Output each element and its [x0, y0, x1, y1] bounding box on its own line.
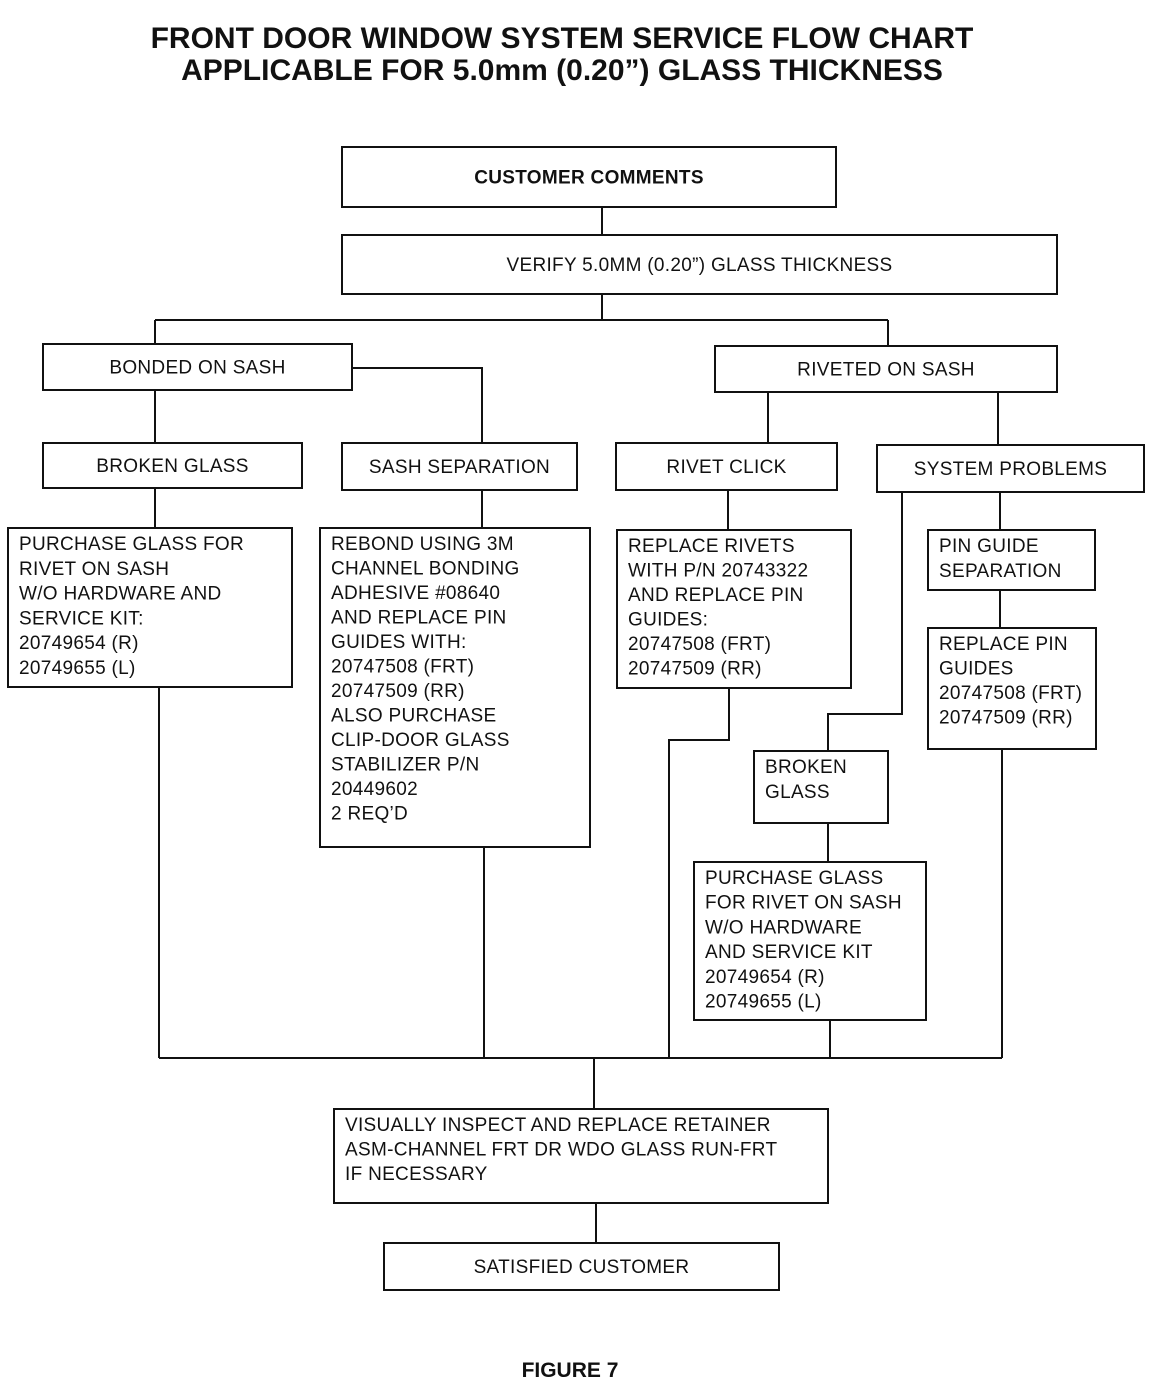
- node-rebond-instructions-text-line: REBOND USING 3M: [331, 534, 514, 555]
- node-sash-separation-text-line: SASH SEPARATION: [369, 457, 550, 478]
- node-visually-inspect-text-line: VISUALLY INSPECT AND REPLACE RETAINER: [345, 1115, 771, 1136]
- node-verify-glass-thickness-box: [341, 234, 1058, 295]
- node-replace-rivets-text-line: 20747509 (RR): [628, 659, 762, 680]
- node-purchase-glass-riveted-text-line: 20749655 (L): [705, 992, 822, 1013]
- node-purchase-glass-riveted-box: [693, 861, 927, 1021]
- node-rebond-instructions-box: [319, 527, 591, 848]
- node-pin-guide-separation-text-line: PIN GUIDE: [939, 536, 1039, 557]
- node-rivet-click: RIVET CLICK: [615, 442, 838, 491]
- node-purchase-glass-bonded-text-line: PURCHASE GLASS FOR: [19, 534, 244, 555]
- connector-verify-split: [154, 294, 889, 346]
- node-satisfied-customer-text-line: SATISFIED CUSTOMER: [474, 1257, 690, 1278]
- node-broken-glass-box: [42, 442, 303, 489]
- node-customer-comments: CUSTOMER COMMENTS: [341, 146, 837, 208]
- node-replace-rivets-box: [616, 529, 852, 689]
- node-broken-glass-riveted-box: [753, 750, 889, 824]
- node-sash-separation-box: [341, 442, 578, 491]
- node-riveted-on-sash: RIVETED ON SASH: [714, 345, 1058, 393]
- node-purchase-glass-riveted-text-line: 20749654 (R): [705, 967, 825, 988]
- nodes: CUSTOMER COMMENTS VERIFY 5.0MM (0.20”) GL…: [7, 146, 1145, 1291]
- node-riveted-on-sash-text-line: RIVETED ON SASH: [797, 359, 975, 380]
- node-purchase-glass-bonded-text-line: SERVICE KIT:: [19, 608, 144, 629]
- node-replace-pin-guides-text-line: GUIDES: [939, 659, 1014, 680]
- figure-label: FIGURE 7: [522, 1359, 619, 1382]
- node-verify-glass-thickness: VERIFY 5.0MM (0.20”) GLASS THICKNESS: [341, 234, 1058, 295]
- node-pin-guide-separation: PIN GUIDE SEPARATION: [927, 529, 1096, 591]
- node-rebond-instructions-text-line: AND REPLACE PIN: [331, 608, 507, 629]
- node-rebond-instructions-text-line: GUIDES WITH:: [331, 632, 467, 653]
- node-purchase-glass-bonded: PURCHASE GLASS FOR RIVET ON SASH W/O HARDW…: [7, 527, 293, 688]
- chart-title-line1: FRONT DOOR WINDOW SYSTEM SERVICE FLOW CH…: [151, 22, 974, 55]
- node-replace-rivets-text-line: 20747508 (FRT): [628, 634, 771, 655]
- node-replace-pin-guides-box: [927, 627, 1097, 750]
- node-rebond-instructions-text-line: 2 REQ’D: [331, 804, 408, 825]
- node-visually-inspect-text-line: ASM-CHANNEL FRT DR WDO GLASS RUN-FRT: [345, 1140, 777, 1161]
- node-purchase-glass-riveted-text-line: PURCHASE GLASS: [705, 868, 883, 889]
- node-purchase-glass-bonded-text-line: 20749654 (R): [19, 633, 139, 654]
- node-bonded-on-sash-text-line: BONDED ON SASH: [109, 357, 285, 378]
- node-replace-pin-guides-text-line: 20747508 (FRT): [939, 683, 1082, 704]
- node-broken-glass: BROKEN GLASS: [42, 442, 303, 489]
- node-rebond-instructions-text-line: 20449602: [331, 779, 418, 800]
- chart-title-line2: APPLICABLE FOR 5.0mm (0.20”) GLASS THICK…: [181, 54, 943, 87]
- node-pin-guide-separation-box: [927, 529, 1096, 591]
- node-broken-glass-riveted: BROKEN GLASS: [753, 750, 889, 824]
- node-rebond-instructions-text-line: CHANNEL BONDING: [331, 559, 520, 580]
- node-satisfied-customer: SATISFIED CUSTOMER: [383, 1242, 780, 1291]
- node-satisfied-customer-box: [383, 1242, 780, 1291]
- node-visually-inspect: VISUALLY INSPECT AND REPLACE RETAINER ASM…: [333, 1108, 829, 1204]
- node-purchase-glass-bonded-box: [7, 527, 293, 688]
- node-replace-rivets-text-line: AND REPLACE PIN: [628, 585, 804, 606]
- connector-system-problems-broken-glass: [827, 492, 903, 751]
- node-purchase-glass-bonded-text-line: 20749655 (L): [19, 658, 136, 679]
- node-pin-guide-separation-text-line: SEPARATION: [939, 561, 1062, 582]
- node-rebond-instructions-text-line: STABILIZER P/N: [331, 755, 480, 776]
- node-broken-glass-riveted-text-line: GLASS: [765, 782, 830, 803]
- node-purchase-glass-riveted: PURCHASE GLASS FOR RIVET ON SASH W/O HARDW…: [693, 861, 927, 1021]
- node-rebond-instructions-text-line: 20747509 (RR): [331, 681, 465, 702]
- node-purchase-glass-riveted-text-line: AND SERVICE KIT: [705, 942, 873, 963]
- node-rebond-instructions-text-line: ALSO PURCHASE: [331, 706, 496, 727]
- node-broken-glass-riveted-text-line: BROKEN: [765, 757, 847, 778]
- node-rebond-instructions-text-line: ADHESIVE #08640: [331, 583, 500, 604]
- node-replace-rivets-text-line: REPLACE RIVETS: [628, 536, 795, 557]
- node-visually-inspect-text-line: IF NECESSARY: [345, 1164, 488, 1185]
- node-replace-pin-guides-text-line: 20747509 (RR): [939, 708, 1073, 729]
- node-riveted-on-sash-box: [714, 345, 1058, 393]
- node-rebond-instructions: REBOND USING 3M CHANNEL BONDING ADHESIVE #…: [319, 527, 591, 848]
- node-customer-comments-text-line: CUSTOMER COMMENTS: [474, 167, 704, 188]
- node-purchase-glass-riveted-text-line: W/O HARDWARE: [705, 917, 862, 938]
- node-rivet-click-box: [615, 442, 838, 491]
- node-replace-pin-guides-text-line: REPLACE PIN: [939, 634, 1068, 655]
- node-bonded-on-sash-box: [42, 343, 353, 391]
- connector-bonded-sash-separation: [352, 367, 483, 443]
- node-bonded-on-sash: BONDED ON SASH: [42, 343, 353, 391]
- connectors: [154, 207, 1003, 1243]
- node-system-problems: SYSTEM PROBLEMS: [876, 444, 1145, 493]
- node-visually-inspect-box: [333, 1108, 829, 1204]
- node-system-problems-text-line: SYSTEM PROBLEMS: [914, 459, 1108, 480]
- node-rebond-instructions-text-line: CLIP-DOOR GLASS: [331, 730, 510, 751]
- node-broken-glass-text-line: BROKEN GLASS: [96, 456, 248, 477]
- node-sash-separation: SASH SEPARATION: [341, 442, 578, 491]
- node-purchase-glass-bonded-text-line: RIVET ON SASH: [19, 559, 169, 580]
- connector-replace-rivets-bottom: [668, 688, 730, 1058]
- node-purchase-glass-riveted-text-line: FOR RIVET ON SASH: [705, 893, 902, 914]
- node-system-problems-box: [876, 444, 1145, 493]
- node-replace-rivets-text-line: GUIDES:: [628, 610, 708, 631]
- node-rebond-instructions-text-line: 20747508 (FRT): [331, 657, 474, 678]
- node-rivet-click-text-line: RIVET CLICK: [666, 457, 786, 478]
- node-replace-rivets-text-line: WITH P/N 20743322: [628, 561, 808, 582]
- node-purchase-glass-bonded-text-line: W/O HARDWARE AND: [19, 584, 222, 605]
- node-verify-glass-thickness-text-line: VERIFY 5.0MM (0.20”) GLASS THICKNESS: [507, 255, 893, 276]
- node-customer-comments-box: [341, 146, 837, 208]
- node-replace-pin-guides: REPLACE PIN GUIDES 20747508 (FRT) 20747509 …: [927, 627, 1097, 750]
